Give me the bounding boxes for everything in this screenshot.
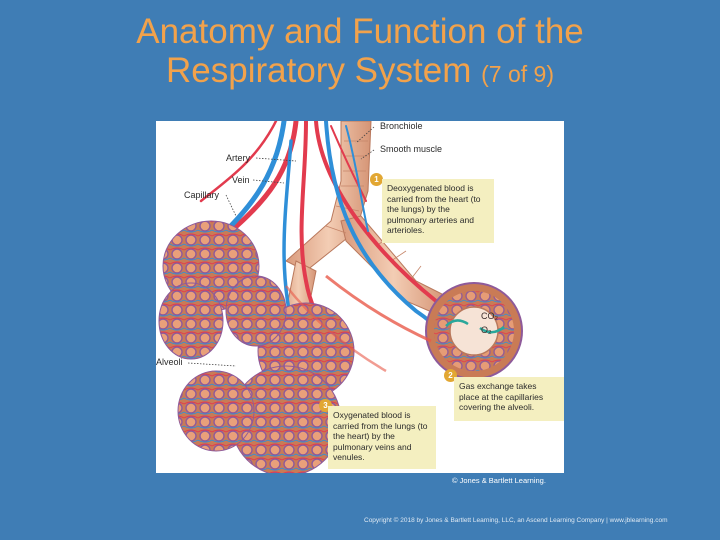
label-capillary: Capillary — [184, 190, 220, 200]
alveoli-cluster — [158, 220, 355, 473]
slide-title: Anatomy and Function of the Respiratory … — [0, 12, 720, 94]
title-line-2: Respiratory System (7 of 9) — [0, 51, 720, 94]
label-bronchiole: Bronchiole — [380, 121, 423, 131]
title-line-1: Anatomy and Function of the — [136, 12, 584, 51]
callout-2: Gas exchange takes place at the capillar… — [454, 377, 564, 421]
callout-3: Oxygenated blood is carried from the lun… — [328, 406, 436, 469]
alveolus-cross-section — [425, 282, 523, 380]
callout-1: Deoxygenated blood is carried from the h… — [382, 179, 494, 243]
label-smooth-muscle: Smooth muscle — [380, 144, 443, 154]
respiratory-illustration: Bronchiole Smooth muscle Artery Vein Cap… — [156, 121, 564, 473]
label-artery: Artery — [226, 153, 251, 163]
illustration-drawing — [158, 121, 523, 473]
title-subtitle: (7 of 9) — [481, 61, 554, 87]
image-credit: © Jones & Bartlett Learning. — [452, 476, 546, 485]
callout-badge-1: 1 — [370, 173, 383, 186]
label-alveoli: Alveoli — [156, 357, 183, 367]
label-co2: CO₂ — [481, 311, 498, 321]
title-main: Respiratory System — [166, 51, 472, 90]
callout-badge-2: 2 — [444, 369, 457, 382]
label-o2: O₂ — [481, 325, 492, 335]
label-vein: Vein — [232, 175, 250, 185]
copyright-footer: Copyright © 2018 by Jones & Bartlett Lea… — [364, 517, 668, 524]
